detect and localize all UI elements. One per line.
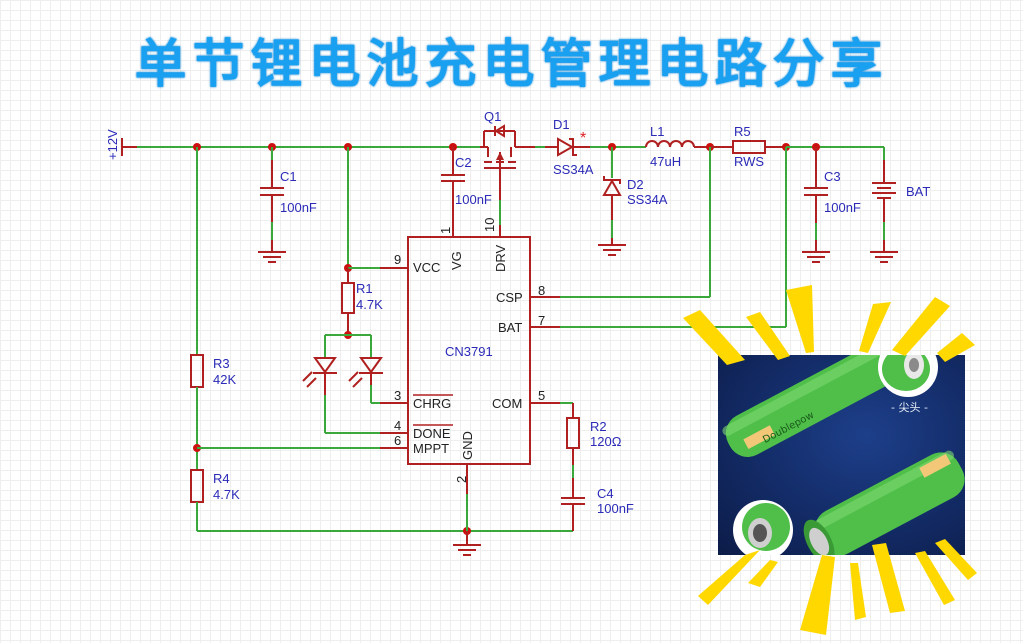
capacitor-c3 — [802, 147, 830, 263]
diode-d2 — [598, 147, 626, 256]
burst-ray — [746, 312, 790, 360]
pin-csp-label: CSP — [496, 290, 523, 305]
r5-ref: R5 — [734, 124, 751, 139]
pin-done-label: DONE — [413, 426, 451, 441]
c4-ref: C4 — [597, 486, 614, 501]
battery-bat — [870, 147, 898, 263]
ic-cn3791 — [407, 236, 531, 465]
d1-marker: * — [580, 130, 586, 147]
capacitor-c4 — [561, 478, 585, 531]
c2-ref: C2 — [455, 155, 472, 170]
burst-ray — [937, 333, 975, 362]
r2-value: 120Ω — [590, 434, 622, 449]
pin-com-num: 5 — [538, 388, 545, 403]
r3-value: 42K — [213, 372, 236, 387]
photo-caption: - 尖头 - — [891, 401, 928, 414]
pin-chrg-label: CHRG — [413, 396, 451, 411]
c1-ref: C1 — [280, 169, 297, 184]
d2-ref: D2 — [627, 177, 644, 192]
ic-name: CN3791 — [445, 344, 493, 359]
capacitor-c2 — [441, 147, 465, 237]
pin-drv-num: 10 — [482, 218, 497, 232]
pin-bat-label: BAT — [498, 320, 522, 335]
pin-done-num: 4 — [394, 418, 401, 433]
l1-value: 47uH — [650, 154, 681, 169]
page-title: 单节锂电池充电管理电路分享 — [134, 35, 889, 95]
mosfet-q1 — [480, 124, 535, 200]
burst-ray — [892, 297, 950, 356]
pin-mppt-label: MPPT — [413, 441, 449, 456]
burst-ray — [859, 302, 891, 353]
r2-ref: R2 — [590, 419, 607, 434]
d1-ref: D1 — [553, 117, 570, 132]
pin-drv-label: DRV — [493, 244, 508, 272]
burst-ray — [935, 539, 977, 580]
burst-ray — [850, 563, 866, 620]
d1-value: SS34A — [553, 162, 594, 177]
r1-ref: R1 — [356, 281, 373, 296]
pin-vg-num: 1 — [438, 227, 453, 234]
r1-value: 4.7K — [356, 297, 383, 312]
burst-ray — [915, 551, 955, 605]
burst-ray — [698, 550, 760, 605]
power-label: +12V — [105, 129, 120, 160]
burst-ray — [748, 560, 778, 587]
pin-vcc-num: 9 — [394, 252, 401, 267]
burst-ray — [800, 555, 835, 635]
c3-value: 100nF — [824, 200, 861, 215]
pin-gnd-num: 2 — [454, 476, 469, 483]
led-done — [302, 357, 337, 395]
c3-ref: C3 — [824, 169, 841, 184]
c1-value: 100nF — [280, 200, 317, 215]
bat-ref: BAT — [906, 184, 930, 199]
l1-ref: L1 — [650, 124, 664, 139]
r5-value: RWS — [734, 154, 764, 169]
pin-mppt-num: 6 — [394, 433, 401, 448]
q1-ref: Q1 — [484, 109, 501, 124]
pin-com-label: COM — [492, 396, 522, 411]
d2-value: SS34A — [627, 192, 668, 207]
pin-gnd-label: GND — [460, 431, 475, 460]
r4-value: 4.7K — [213, 487, 240, 502]
pin-csp-num: 8 — [538, 283, 545, 298]
ground-symbol — [453, 531, 481, 556]
diode-d1 — [545, 137, 590, 157]
pin-bat-num: 7 — [538, 313, 545, 328]
c2-value: 100nF — [455, 192, 492, 207]
pin-chrg-num: 3 — [394, 388, 401, 403]
c4-value: 100nF — [597, 501, 634, 516]
burst-ray — [683, 310, 745, 365]
battery-photo: Doublepow - 尖头 - — [718, 355, 965, 555]
led-chrg — [348, 357, 383, 388]
burst-ray — [872, 543, 905, 613]
battery-illustration: Doublepow — [722, 355, 965, 555]
burst-ray — [786, 285, 814, 353]
pin-vcc-label: VCC — [413, 260, 440, 275]
pin-vg-label: VG — [449, 251, 464, 270]
r3-ref: R3 — [213, 356, 230, 371]
capacitor-c1 — [258, 147, 286, 263]
r4-ref: R4 — [213, 471, 230, 486]
